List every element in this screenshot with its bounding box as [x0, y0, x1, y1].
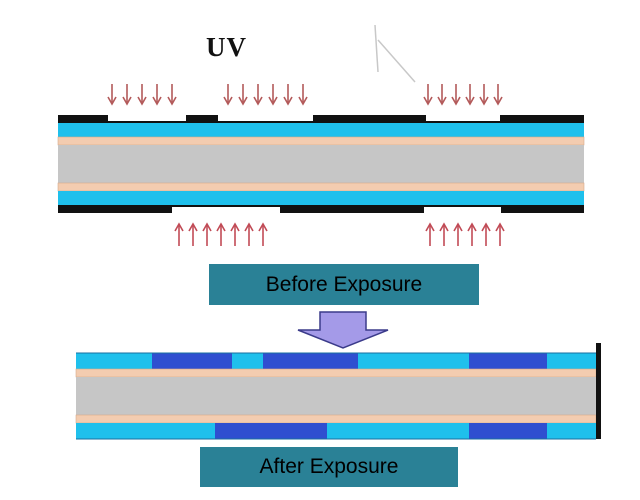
uv-arrow-up-head — [453, 222, 463, 232]
uv-arrow-down-head — [283, 96, 293, 106]
before-exposure-label: Before Exposure — [209, 264, 479, 305]
bottom-resist-exposed — [469, 423, 547, 439]
uv-arrow-up-head — [202, 222, 212, 232]
uv-arrow-up-head — [230, 222, 240, 232]
uv-arrow-down-head — [451, 96, 461, 106]
transition-arrow-icon — [297, 311, 389, 349]
uv-arrow-down-head — [152, 96, 162, 106]
uv-arrow-up-head — [467, 222, 477, 232]
decorative-stroke-icon — [374, 24, 416, 83]
uv-arrows-top — [107, 84, 503, 106]
uv-arrow-up-head — [244, 222, 254, 232]
bottom-resist-layer — [58, 191, 584, 205]
bottom-copper-layer — [75, 414, 597, 424]
uv-arrow-up-head — [258, 222, 268, 232]
top-resist-exposed — [263, 353, 358, 369]
top-resist-layer — [58, 123, 584, 137]
before-exposure-panel — [57, 115, 585, 213]
uv-arrow-down-head — [107, 96, 117, 106]
uv-label: UV — [206, 32, 247, 62]
uv-arrow-down-head — [465, 96, 475, 106]
top-copper-layer — [57, 136, 585, 146]
edge-bar — [596, 343, 601, 439]
top-mask-window — [218, 115, 313, 121]
top-copper-layer — [75, 368, 597, 378]
uv-arrow-down-head — [268, 96, 278, 106]
uv-arrow-up-head — [216, 222, 226, 232]
uv-arrow-down-head — [423, 96, 433, 106]
uv-arrow-up-head — [425, 222, 435, 232]
uv-arrow-down-head — [223, 96, 233, 106]
bottom-mask — [58, 205, 584, 213]
uv-arrow-down-head — [298, 96, 308, 106]
uv-arrow-down-head — [437, 96, 447, 106]
substrate-core — [58, 145, 584, 183]
after-exposure-panel — [75, 343, 601, 440]
top-resist-exposed — [152, 353, 232, 369]
uv-arrow-down-head — [167, 96, 177, 106]
uv-arrow-down-head — [122, 96, 132, 106]
top-resist-exposed — [469, 353, 547, 369]
uv-arrow-down-head — [253, 96, 263, 106]
uv-arrow-down-head — [238, 96, 248, 106]
top-mask — [58, 115, 584, 123]
uv-arrow-down-head — [137, 96, 147, 106]
uv-arrow-down-head — [493, 96, 503, 106]
substrate-core — [76, 377, 596, 415]
bottom-mask-window — [172, 207, 280, 213]
uv-arrows-bottom — [174, 222, 505, 246]
uv-arrow-up-head — [174, 222, 184, 232]
top-mask-window — [426, 115, 500, 121]
bottom-mask-window — [424, 207, 501, 213]
uv-arrow-up-head — [495, 222, 505, 232]
uv-arrow-up-head — [188, 222, 198, 232]
uv-arrow-down-head — [479, 96, 489, 106]
after-exposure-label: After Exposure — [200, 447, 458, 487]
uv-arrow-up-head — [439, 222, 449, 232]
uv-arrow-up-head — [481, 222, 491, 232]
bottom-resist-exposed — [215, 423, 327, 439]
bottom-copper-layer — [57, 182, 585, 192]
top-mask-window — [108, 115, 186, 121]
bottom-resist-unexposed — [76, 423, 596, 439]
